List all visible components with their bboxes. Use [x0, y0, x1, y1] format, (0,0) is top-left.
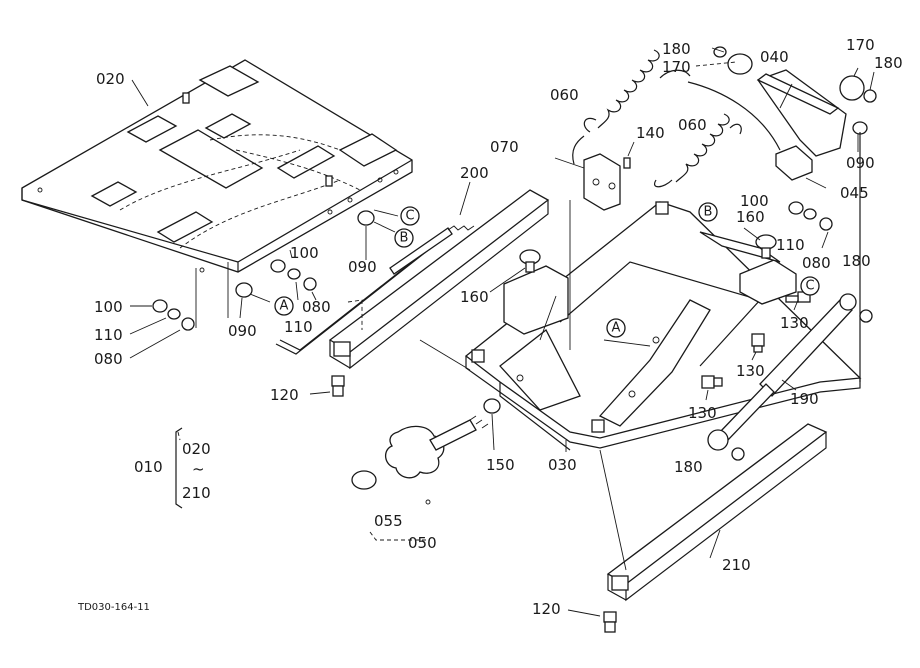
label-030: 030	[548, 456, 577, 474]
label-180-right: 180	[842, 252, 871, 270]
bolts-130	[701, 291, 811, 401]
label-020: 020	[96, 70, 125, 88]
label-110-mid: 110	[284, 318, 313, 336]
callout-A1-text: A	[280, 299, 289, 314]
label-140: 140	[636, 124, 665, 142]
label-160-left: 160	[460, 288, 489, 306]
label-080-right: 080	[802, 254, 831, 272]
left-hardware	[129, 209, 399, 359]
knob-160-left	[489, 249, 541, 293]
label-100-left: 100	[94, 298, 123, 316]
bolt-120-left	[309, 375, 345, 397]
callout-C2: C	[800, 276, 820, 296]
label-055: 055	[374, 512, 403, 530]
callout-C1: C	[400, 206, 420, 226]
gas-strut-190	[707, 293, 873, 461]
callout-C1-text: C	[405, 209, 414, 224]
label-010-range-tilde: ~	[192, 460, 205, 478]
right-hardware	[743, 201, 833, 259]
label-060-lower: 060	[678, 116, 707, 134]
callout-B1-text: B	[400, 231, 409, 246]
label-040: 040	[760, 48, 789, 66]
callout-B2-text: B	[704, 205, 713, 220]
label-130-lower: 130	[688, 404, 717, 422]
frame-030	[464, 201, 862, 452]
label-010: 010	[134, 458, 163, 476]
label-100-right: 100	[740, 192, 769, 210]
label-110-right: 110	[776, 236, 805, 254]
label-090-mid: 090	[348, 258, 377, 276]
callout-A1: A	[274, 296, 294, 316]
label-200: 200	[460, 164, 489, 182]
bracket-070	[554, 141, 635, 211]
slide-rail-210	[567, 423, 828, 633]
label-210: 210	[722, 556, 751, 574]
lever-assembly-040	[695, 46, 877, 382]
label-090-left: 090	[228, 322, 257, 340]
label-050: 050	[408, 534, 437, 552]
label-080-left: 080	[94, 350, 123, 368]
label-150: 150	[486, 456, 515, 474]
label-180-top-right: 180	[874, 54, 903, 72]
callout-B2: B	[698, 202, 718, 222]
label-120-bottom: 120	[532, 600, 561, 618]
label-130-mid: 130	[736, 362, 765, 380]
label-010-range-to: 210	[182, 484, 211, 502]
label-130-upper: 130	[780, 314, 809, 332]
label-060-upper: 060	[550, 86, 579, 104]
assembly-leaders	[175, 200, 651, 509]
label-180-lower: 180	[674, 458, 703, 476]
drawing-code: TD030-164-11	[77, 602, 150, 613]
seat-plate-020	[21, 59, 413, 273]
callout-B1: B	[394, 228, 414, 248]
callout-A2-text: A	[612, 321, 621, 336]
label-160-right: 160	[736, 208, 765, 226]
knob-assembly-050	[351, 398, 501, 541]
label-170-top-left: 170	[662, 58, 691, 76]
label-190: 190	[790, 390, 819, 408]
slide-rail-200	[275, 181, 550, 370]
callout-C2-text: C	[805, 279, 814, 294]
label-170-top-right: 170	[846, 36, 875, 54]
label-120-left: 120	[270, 386, 299, 404]
label-010-range-from: 020	[182, 440, 211, 458]
label-100-mid: 100	[290, 244, 319, 262]
label-090-right: 090	[846, 154, 875, 172]
label-045: 045	[840, 184, 869, 202]
callout-A2: A	[606, 318, 626, 338]
label-080-mid: 080	[302, 298, 331, 316]
springs-060	[572, 49, 781, 188]
label-070: 070	[490, 138, 519, 156]
label-110-left: 110	[94, 326, 123, 344]
label-180-top-left: 180	[662, 40, 691, 58]
